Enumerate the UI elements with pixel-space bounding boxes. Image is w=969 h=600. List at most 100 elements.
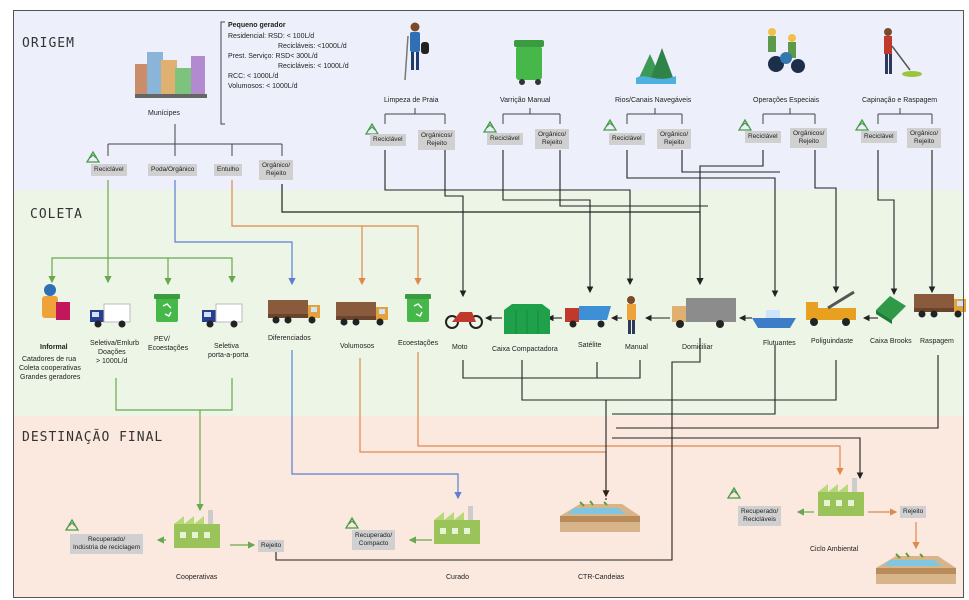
tag-reciclavel: Reciclável bbox=[609, 133, 645, 145]
ciclo-ambiental-label: Ciclo Ambiental bbox=[810, 546, 859, 553]
capinacao-label: Capinação e Raspagem bbox=[862, 97, 938, 104]
buildings-icon bbox=[135, 52, 207, 98]
recycle-icon bbox=[483, 121, 497, 133]
truck-icon bbox=[201, 303, 243, 328]
gerador-line: Recicláveis: <1000L/d bbox=[278, 43, 347, 50]
gerador-line: Recicláveis: < 1000L/d bbox=[278, 63, 349, 70]
origem-band bbox=[14, 10, 964, 190]
recycle-icon bbox=[365, 123, 379, 135]
tag-reciclavel: Reciclável bbox=[745, 131, 781, 143]
pev-label: PEV/ bbox=[154, 336, 170, 343]
tag-organico-rejeito: Orgânico/Rejeito bbox=[657, 129, 692, 149]
informal-sub: Catadores de rua bbox=[22, 356, 77, 363]
beach-cleaner-icon bbox=[404, 22, 429, 81]
section-destino: DESTINAÇÃO FINAL bbox=[22, 430, 164, 445]
cooperativas-label: Cooperativas bbox=[176, 574, 218, 581]
recycle-icon bbox=[65, 519, 79, 531]
caixa-brooks-label: Caixa Brooks bbox=[870, 338, 912, 345]
tag-line: Orgânico/ bbox=[660, 131, 689, 138]
gerador-title: Pequeno gerador bbox=[228, 22, 286, 29]
boat-icon bbox=[752, 310, 796, 328]
flutuantes-label: Flutuantes bbox=[763, 340, 796, 347]
recycle-icon bbox=[855, 119, 869, 131]
tag-reciclavel: Reciclável bbox=[487, 133, 523, 145]
tag-line: Recuperado/ bbox=[741, 508, 779, 515]
tag-organico-rejeito: Orgânico/Rejeito bbox=[535, 129, 570, 149]
diferenciados-label: Diferenciados bbox=[268, 335, 311, 342]
tag-organico-rejeito: Orgânico/Rejeito bbox=[259, 160, 294, 180]
factory-icon bbox=[174, 510, 220, 548]
section-origem: ORIGEM bbox=[22, 36, 75, 51]
landfill-icon bbox=[875, 552, 957, 585]
truck-icon bbox=[672, 298, 736, 328]
varricao-label: Varrição Manual bbox=[500, 97, 551, 104]
person-icon bbox=[627, 296, 636, 334]
recycle-icon bbox=[345, 517, 359, 529]
seletiva-emlurb-label: Doações bbox=[98, 349, 126, 356]
tag-entulho: Entulho bbox=[214, 164, 243, 176]
factory-icon bbox=[434, 506, 480, 544]
person-icon bbox=[42, 284, 70, 320]
gerador-line: Residencial: RSD: < 100L/d bbox=[228, 33, 315, 40]
ecoestacoes-label: Ecoestações bbox=[398, 340, 439, 347]
tag-line: Indústria de reciclagem bbox=[73, 544, 141, 551]
manual-label: Manual bbox=[625, 344, 648, 351]
operacoes-label: Operações Especiais bbox=[753, 97, 820, 104]
dump-truck-icon bbox=[336, 302, 388, 326]
informal-sub: Coleta cooperativas bbox=[19, 365, 81, 372]
recycle-icon bbox=[727, 487, 741, 499]
section-coleta: COLETA bbox=[30, 207, 83, 222]
tag-recuperado-reciclaveis: Recuperado/Recicláveis bbox=[738, 506, 782, 526]
factory-icon bbox=[818, 478, 864, 516]
tag-line: Orgânicos/ bbox=[421, 132, 453, 139]
tag-line: Rejeito bbox=[265, 170, 287, 177]
tag-line: Orgânico/ bbox=[910, 130, 939, 137]
dump-truck-icon bbox=[268, 300, 320, 324]
tag-organico-rejeito: Orgânico/Rejeito bbox=[907, 128, 942, 148]
satelite-label: Satélite bbox=[578, 342, 602, 349]
tag-rejeito-ciclo: Rejeito bbox=[900, 506, 927, 518]
recycle-icon bbox=[86, 151, 100, 163]
tag-line: Compacto bbox=[358, 540, 389, 547]
workers-icon bbox=[768, 28, 805, 73]
container-icon bbox=[504, 304, 550, 334]
domiciliar-label: Domiciliar bbox=[682, 344, 713, 351]
ctr-label: CTR-Candeias bbox=[578, 574, 625, 581]
tag-line: Recicláveis bbox=[743, 516, 777, 523]
tag-line: Orgânicos/ bbox=[793, 130, 825, 137]
bin-icon bbox=[404, 293, 432, 323]
tag-reciclavel: Reciclável bbox=[91, 164, 127, 176]
tag-organicos-rejeito: Orgânicos/Rejeito bbox=[418, 130, 456, 150]
crane-truck-icon bbox=[806, 290, 856, 326]
raspagem-label: Raspagem bbox=[920, 338, 954, 345]
informal-sub: Grandes geradores bbox=[20, 374, 81, 381]
recycle-icon bbox=[603, 119, 617, 131]
seletiva-emlurb-label: Seletiva/Emlurb bbox=[90, 340, 140, 347]
limpeza-praia-label: Limpeza de Praia bbox=[384, 97, 439, 104]
bin-icon bbox=[514, 40, 544, 85]
container-icon bbox=[876, 296, 906, 324]
tag-line: Rejeito bbox=[541, 139, 563, 146]
tag-line: Rejeito bbox=[663, 139, 685, 146]
seletiva-porta-label: porta-a-porta bbox=[208, 352, 249, 359]
truck-icon bbox=[565, 306, 611, 328]
tag-poda: Poda/Orgânico bbox=[148, 164, 198, 176]
river-icon bbox=[636, 48, 676, 84]
tag-reciclavel: Reciclável bbox=[370, 134, 406, 146]
pev-label: Ecoestações bbox=[148, 345, 189, 352]
seletiva-emlurb-label: > 1000L/d bbox=[96, 358, 128, 365]
gerador-line: Volumosos: < 1000L/d bbox=[228, 83, 298, 90]
dump-truck-icon bbox=[914, 294, 966, 318]
caixa-compactadora-label: Caixa Compactadora bbox=[492, 346, 558, 353]
tag-organicos-rejeito: Orgânicos/Rejeito bbox=[790, 128, 828, 148]
recycle-icon bbox=[738, 119, 752, 131]
rios-label: Rios/Canais Navegáveis bbox=[615, 97, 692, 104]
tag-line: Orgânico/ bbox=[262, 162, 291, 169]
tag-line: Rejeito bbox=[798, 138, 819, 145]
tag-line: Recuperado/ bbox=[355, 532, 393, 539]
moto-icon bbox=[445, 312, 483, 329]
tag-reciclavel: Reciclável bbox=[861, 131, 897, 143]
landfill-icon bbox=[559, 500, 641, 533]
